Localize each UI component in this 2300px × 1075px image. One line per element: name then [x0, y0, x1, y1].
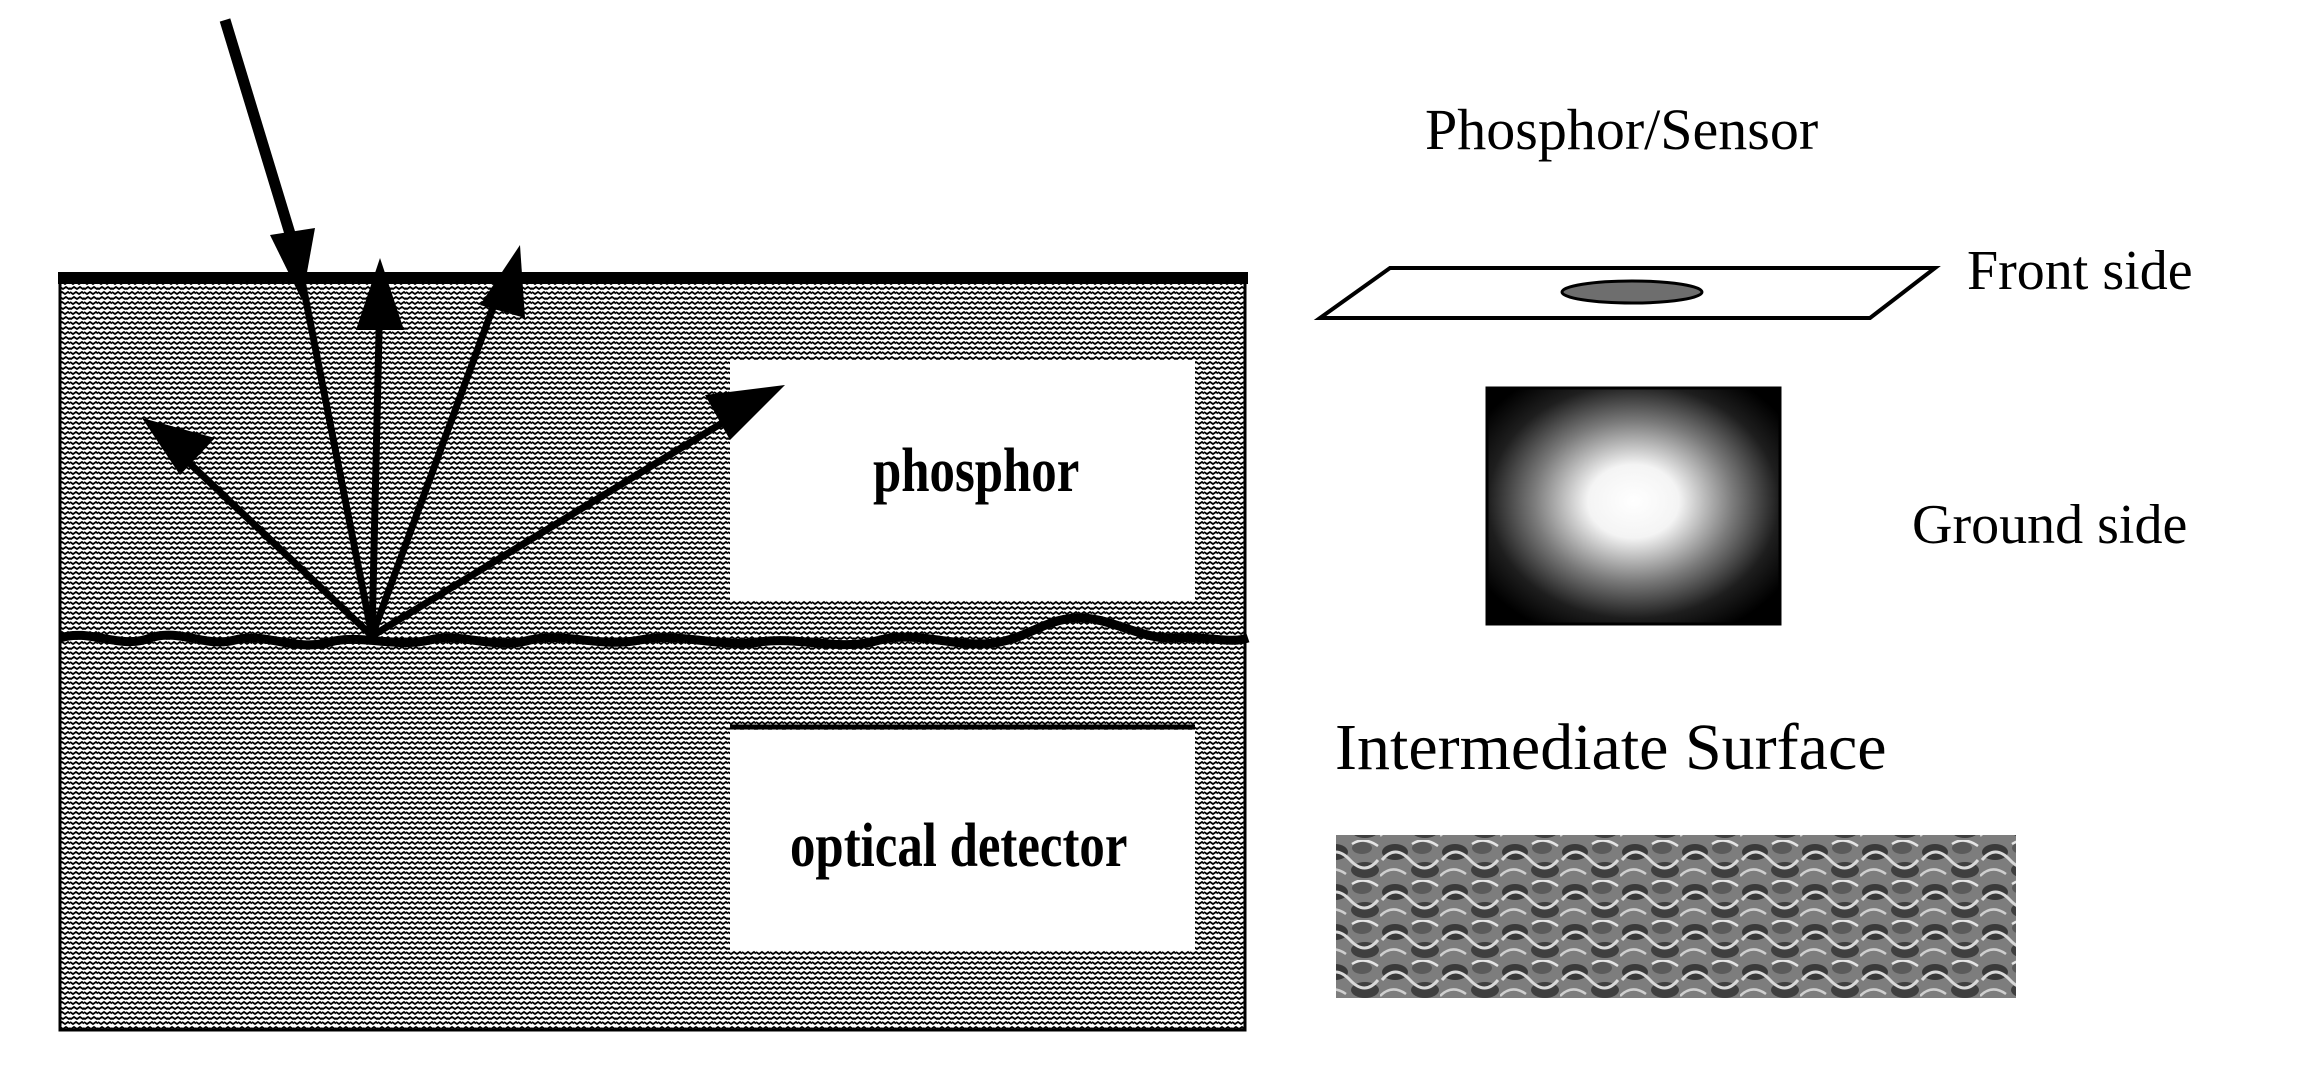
scatter-ray-up-right: [368, 273, 509, 638]
ground-side-label: Ground side: [1912, 494, 2188, 556]
glow-spot-icon: [1485, 386, 1782, 626]
scatter-ray-right-arrowhead: [705, 385, 785, 440]
rough-surface-icon: [1336, 835, 2016, 998]
scatter-ray-left: [162, 437, 375, 639]
optical-detector-box: [730, 730, 1195, 950]
front-side-label: Front side: [1967, 240, 2193, 302]
scatter-ray-up: [368, 289, 384, 637]
intermediate-interface-line: [58, 613, 1250, 650]
scatter-ray-up-arrowhead: [356, 258, 404, 330]
phosphor-label: phosphor: [873, 437, 1080, 505]
phosphor-sensor-title: Phosphor/Sensor: [1425, 97, 1819, 162]
scatter-ray-right: [370, 397, 762, 639]
intermediate-surface-title: Intermediate Surface: [1335, 711, 1887, 784]
light-rays: [142, 18, 785, 639]
scatter-ray-left-arrowhead: [142, 418, 215, 475]
surface-micrograph: [1336, 835, 2016, 998]
incident-ray: [219, 18, 304, 262]
phosphor-box: [730, 360, 1195, 600]
layered-structure: [58, 272, 1250, 1032]
incident-ray-lower: [294, 259, 376, 637]
sensor-plate: [1313, 266, 1941, 320]
optical-detector-label: optical detector: [790, 812, 1128, 880]
plate-spot: [1560, 279, 1704, 305]
scatter-ray-up-right-arrowhead: [480, 245, 525, 318]
